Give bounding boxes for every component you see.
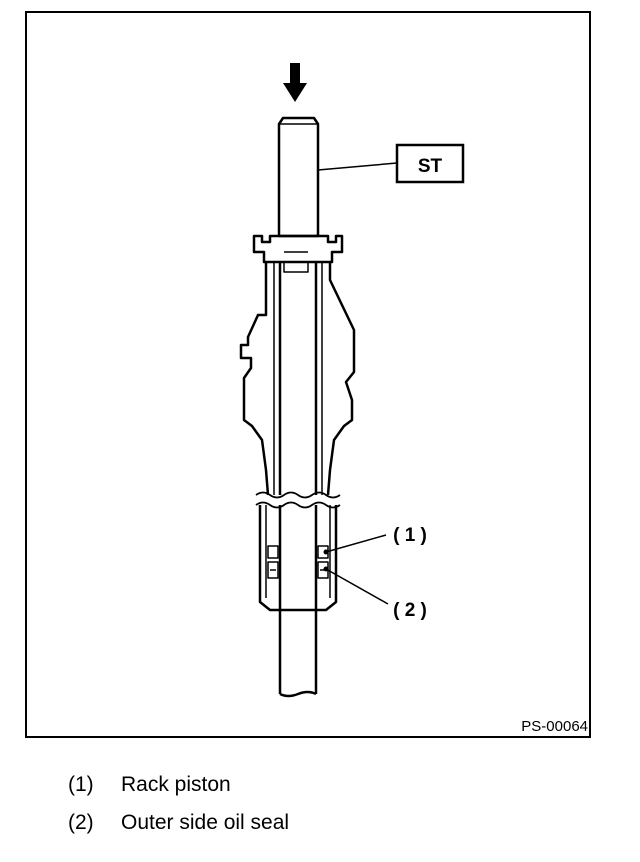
rack-piston [267, 545, 329, 559]
callout-dot-1 [323, 549, 329, 555]
press-arrow-icon [283, 63, 307, 102]
callout-dot-2 [323, 566, 329, 572]
st-leader-line [317, 162, 398, 171]
figure-code: PS-00064 [521, 718, 588, 735]
steering-gearbox-housing [239, 234, 356, 496]
legend-number: (2) [68, 811, 94, 834]
callout-leader-1 [325, 534, 387, 553]
legend-text: Rack piston [121, 773, 231, 796]
callout-label-2: ( 2 ) [393, 600, 427, 621]
legend-number: (1) [68, 773, 94, 796]
outer-side-oil-seal [267, 561, 329, 579]
callout-label-1: ( 1 ) [393, 525, 427, 546]
figure-frame [25, 11, 591, 738]
break-lines [255, 491, 341, 509]
legend-item: (1) Rack piston [68, 773, 231, 797]
st-label: ST [418, 156, 443, 177]
legend-text: Outer side oil seal [121, 811, 290, 834]
callout-leader-2 [325, 568, 389, 605]
st-label-box [395, 143, 465, 184]
rack-shaft [278, 262, 318, 698]
special-tool-shaft [277, 116, 320, 238]
legend-item: (2) Outer side oil seal [68, 811, 289, 835]
